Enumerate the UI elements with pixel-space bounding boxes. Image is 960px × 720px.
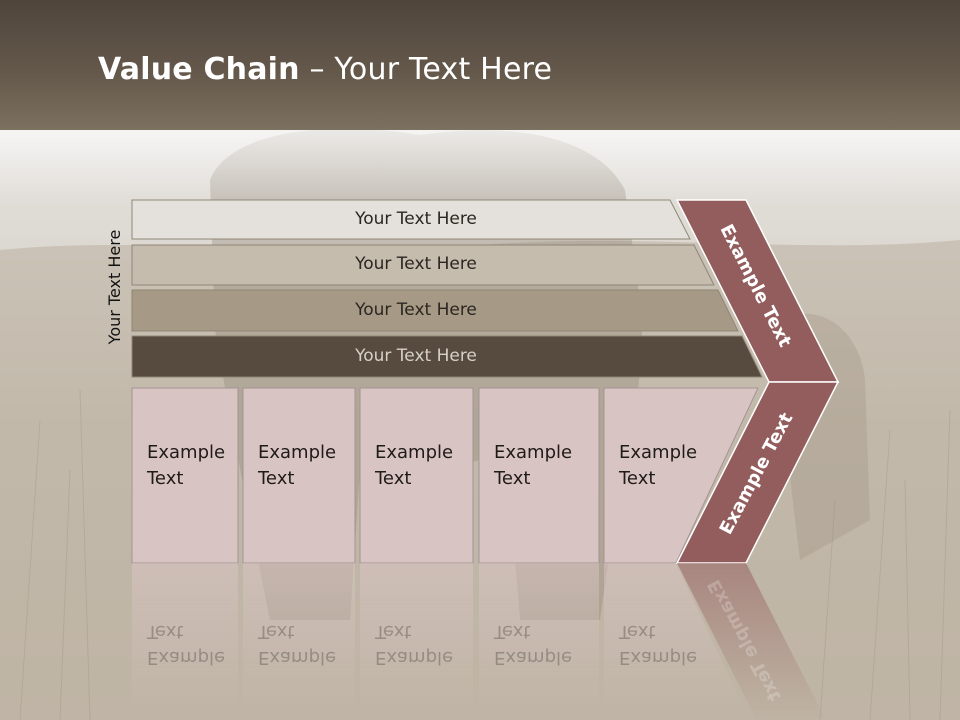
bar-1 — [131, 199, 691, 240]
bar-4 — [131, 335, 763, 378]
cell-reflection-2 — [243, 563, 355, 720]
chevron-arrow — [675, 199, 840, 564]
title-bold: Value Chain — [98, 52, 300, 87]
title-band — [0, 0, 960, 130]
cell-reflection-4 — [479, 563, 599, 720]
cell-label-3: Example Text — [375, 442, 454, 489]
cell-reflection-label-3: Example Text — [375, 621, 454, 668]
cells-layer — [131, 387, 759, 564]
cell-reflection-3 — [360, 563, 473, 720]
slide-title: Value Chain – Your Text Here — [98, 52, 552, 87]
title-rest: – Your Text Here — [299, 52, 553, 87]
bar-label-2: Your Text Here — [355, 254, 477, 274]
bars-layer — [131, 199, 763, 378]
cell-reflection-label-4: Example Text — [494, 621, 573, 668]
bar-label-1: Your Text Here — [355, 208, 477, 229]
cell-1 — [131, 387, 239, 564]
bar-label-4: Your Text Here — [355, 345, 477, 366]
reflection — [132, 563, 826, 720]
bar-3 — [131, 289, 739, 332]
cell-reflection-5 — [604, 563, 750, 720]
cell-reflection-label-1: Example Text — [147, 621, 226, 668]
cell-reflection-1 — [132, 563, 238, 720]
bar-2 — [131, 244, 715, 286]
bar-label-3: Your Text Here — [355, 299, 477, 320]
cell-reflection-label-2: Example Text — [258, 621, 337, 668]
chevron-reflection — [677, 563, 826, 720]
cell-label-2: Example Text — [258, 442, 337, 489]
cell-label-4: Example Text — [494, 442, 573, 489]
cell-label-1: Example Text — [147, 442, 226, 489]
cell-4 — [478, 387, 600, 564]
cell-label-5: Example Text — [619, 442, 698, 489]
cell-2 — [242, 387, 356, 564]
